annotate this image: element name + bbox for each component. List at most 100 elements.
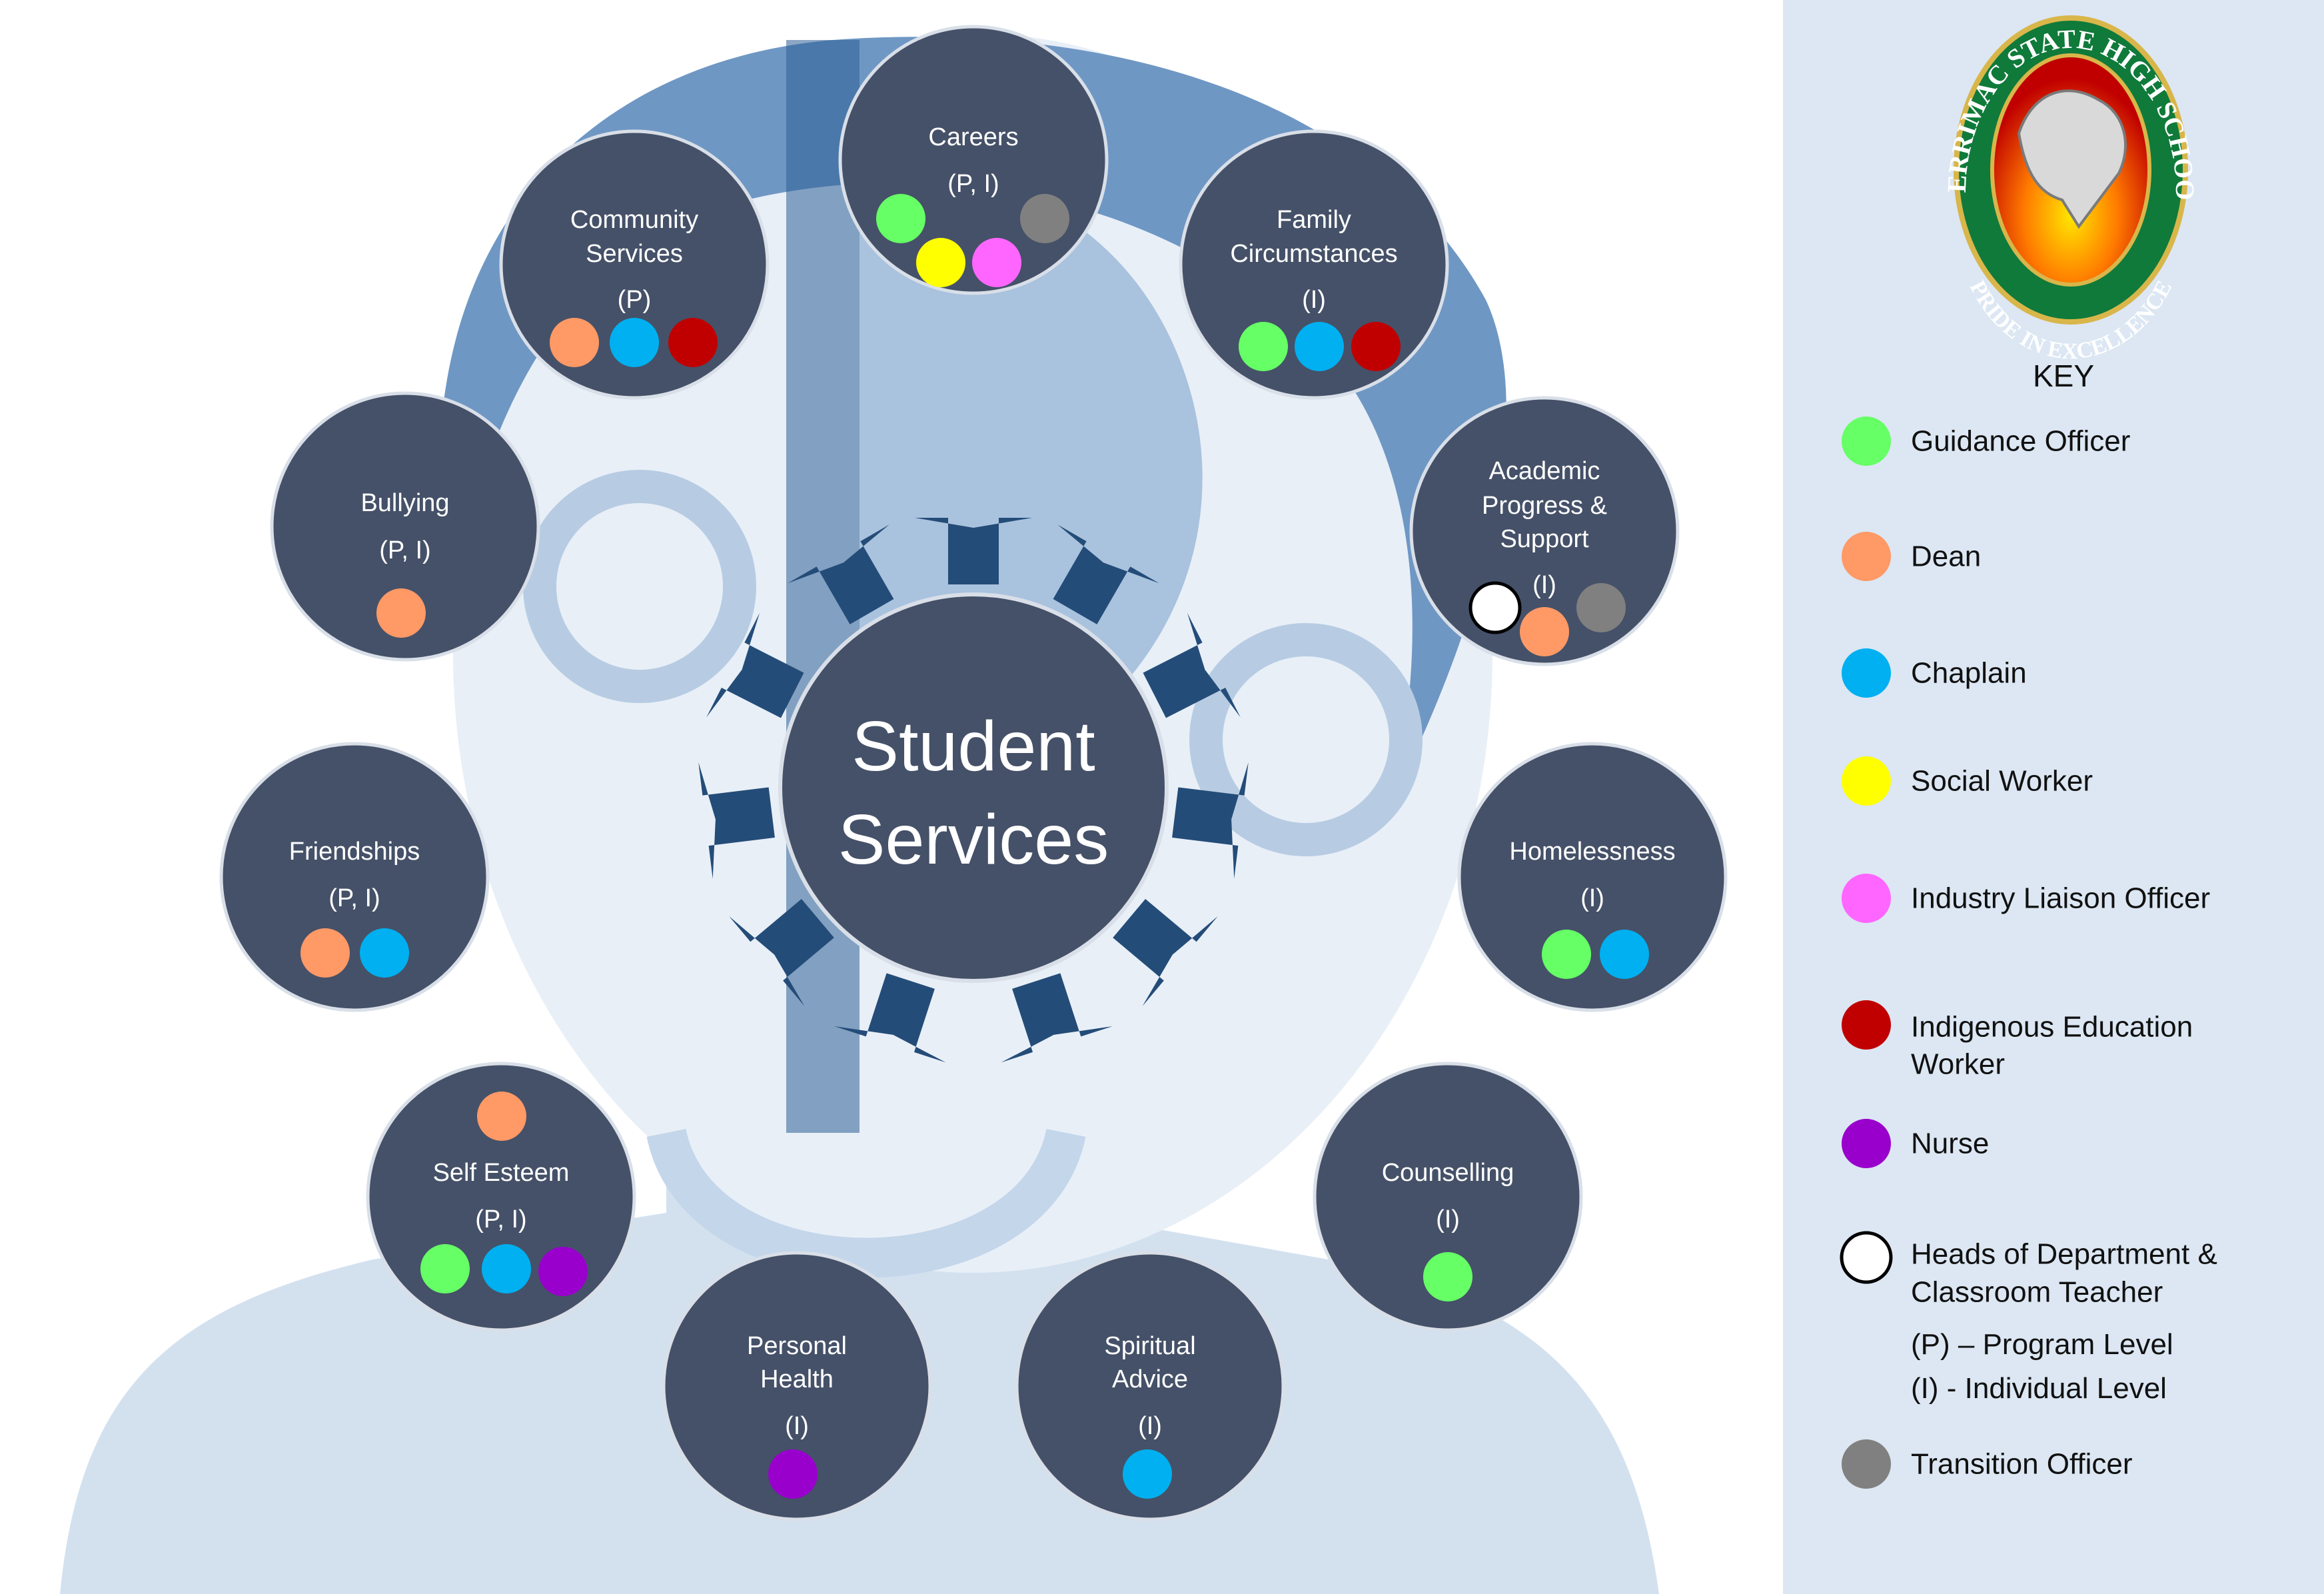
key-label: Indigenous Education bbox=[1911, 1011, 2193, 1044]
key-item-transition-officer: Transition Officer bbox=[1842, 1439, 2133, 1489]
node-label: Circumstances bbox=[1230, 240, 1397, 268]
node-level: (I) bbox=[1138, 1412, 1162, 1440]
key-swatch bbox=[1840, 1231, 1893, 1284]
eagle-shape bbox=[2017, 89, 2127, 229]
node-bullying: Bullying (P, I) bbox=[270, 391, 540, 662]
key-swatch bbox=[1842, 1119, 1891, 1168]
role-dot-guidance-officer bbox=[420, 1244, 470, 1293]
ear-shape-left bbox=[523, 470, 756, 703]
arrow-5 bbox=[706, 612, 804, 718]
node-level: (P, I) bbox=[379, 536, 430, 564]
node-level: (P, I) bbox=[947, 170, 999, 198]
role-dot-chaplain bbox=[1295, 322, 1344, 371]
node-label: Family bbox=[1277, 206, 1351, 234]
key-label: Dean bbox=[1911, 540, 1981, 573]
node-circle bbox=[219, 742, 490, 1012]
role-dot-chaplain bbox=[482, 1244, 531, 1293]
node-label: Homelessness bbox=[1509, 838, 1675, 866]
key-label: Worker bbox=[1911, 1048, 2005, 1081]
node-label: Friendships bbox=[289, 838, 420, 866]
node-level: (I) bbox=[1302, 286, 1326, 314]
key-swatch bbox=[1842, 874, 1891, 923]
role-dot-guidance-officer bbox=[876, 194, 925, 243]
key-swatch bbox=[1842, 1439, 1891, 1489]
arrow-4 bbox=[1143, 612, 1241, 718]
node-circle bbox=[1015, 1251, 1285, 1521]
node-homelessness: Homelessness (I) bbox=[1457, 742, 1728, 1012]
arrow-10 bbox=[1001, 973, 1113, 1063]
arrow-6 bbox=[1172, 762, 1249, 879]
node-label: Progress & bbox=[1482, 492, 1607, 520]
arrow-7 bbox=[698, 762, 775, 879]
node-label: Health bbox=[760, 1365, 834, 1393]
role-dot-chaplain bbox=[360, 928, 409, 978]
node-counselling: Counselling(I) bbox=[1313, 1062, 1583, 1332]
role-dot-transition-officer bbox=[1020, 194, 1069, 243]
key-swatch bbox=[1842, 756, 1891, 806]
key-label: Industry Liaison Officer bbox=[1911, 882, 2210, 915]
arrow-8 bbox=[1113, 898, 1218, 1006]
node-label: Advice bbox=[1112, 1365, 1188, 1393]
role-dot-dean bbox=[550, 318, 599, 367]
node-circle bbox=[270, 391, 540, 662]
role-dot-indigenous-education-worker bbox=[668, 318, 718, 367]
key-item-dean: Dean bbox=[1842, 532, 1981, 581]
arrows-group bbox=[698, 518, 1249, 1063]
role-dot-nurse bbox=[538, 1247, 588, 1296]
node-label: Careers bbox=[928, 123, 1018, 151]
role-dot-dean bbox=[376, 588, 426, 638]
key-swatch bbox=[1842, 648, 1891, 698]
role-dot-dean bbox=[477, 1092, 526, 1141]
arrow-2 bbox=[1053, 524, 1159, 624]
node-self-esteem: Self Esteem (P, I) bbox=[366, 1062, 636, 1332]
node-level: (P) bbox=[618, 286, 652, 314]
node-label: Support bbox=[1500, 525, 1589, 553]
node-circle bbox=[662, 1251, 932, 1521]
key-swatch bbox=[1842, 1000, 1891, 1050]
key-item-industry-liaison-officer: Industry Liaison Officer bbox=[1842, 874, 2210, 923]
arrow-11 bbox=[834, 973, 946, 1063]
role-dot-dean bbox=[300, 928, 350, 978]
role-dot-guidance-officer bbox=[1542, 930, 1591, 979]
node-circle bbox=[1313, 1062, 1583, 1332]
node-label: Personal bbox=[747, 1332, 847, 1360]
role-dot-chaplain bbox=[610, 318, 659, 367]
arrow-1 bbox=[915, 518, 1032, 584]
service-nodes: Careers(P, I)CommunityServices(P)FamilyC… bbox=[219, 25, 1728, 1521]
key-swatch bbox=[1842, 532, 1891, 581]
key-item-social-worker: Social Worker bbox=[1842, 756, 2093, 806]
role-dot-chaplain bbox=[1600, 930, 1649, 979]
key-label: Nurse bbox=[1911, 1128, 1989, 1160]
role-dot-dean bbox=[1520, 607, 1569, 656]
key-item-nurse: Nurse bbox=[1842, 1119, 1989, 1168]
role-dot-chaplain bbox=[1123, 1449, 1172, 1499]
node-label: Services bbox=[586, 240, 683, 268]
node-level: (I) bbox=[785, 1412, 809, 1440]
node-friendships: Friendships(P, I) bbox=[219, 742, 490, 1012]
ear-shape-right bbox=[1189, 623, 1423, 856]
node-circle bbox=[838, 25, 1109, 295]
key-label: Transition Officer bbox=[1911, 1448, 2133, 1481]
key-note-individual: (I) - Individual Level bbox=[1911, 1372, 2167, 1405]
role-dot-transition-officer bbox=[1576, 583, 1626, 632]
role-dot-nurse bbox=[768, 1449, 818, 1499]
node-label: Self Esteem bbox=[433, 1159, 570, 1187]
role-dot-heads-of-department-classroom-teacher bbox=[1468, 581, 1522, 634]
role-dot-social-worker bbox=[916, 238, 965, 287]
role-dot-guidance-officer bbox=[1423, 1252, 1472, 1301]
node-label: Bullying bbox=[360, 489, 449, 517]
neck-shape bbox=[646, 1128, 1086, 1278]
node-level: (I) bbox=[1532, 571, 1556, 599]
key-item-chaplain: Chaplain bbox=[1842, 648, 2027, 698]
key-note-program: (P) – Program Level bbox=[1911, 1328, 2173, 1361]
node-label: Spiritual bbox=[1104, 1332, 1195, 1360]
key-item-guidance-officer: Guidance Officer bbox=[1842, 416, 2130, 466]
node-level: (I) bbox=[1580, 884, 1604, 912]
center-title-line2: Services bbox=[838, 800, 1109, 879]
node-level: (P, I) bbox=[475, 1205, 526, 1233]
